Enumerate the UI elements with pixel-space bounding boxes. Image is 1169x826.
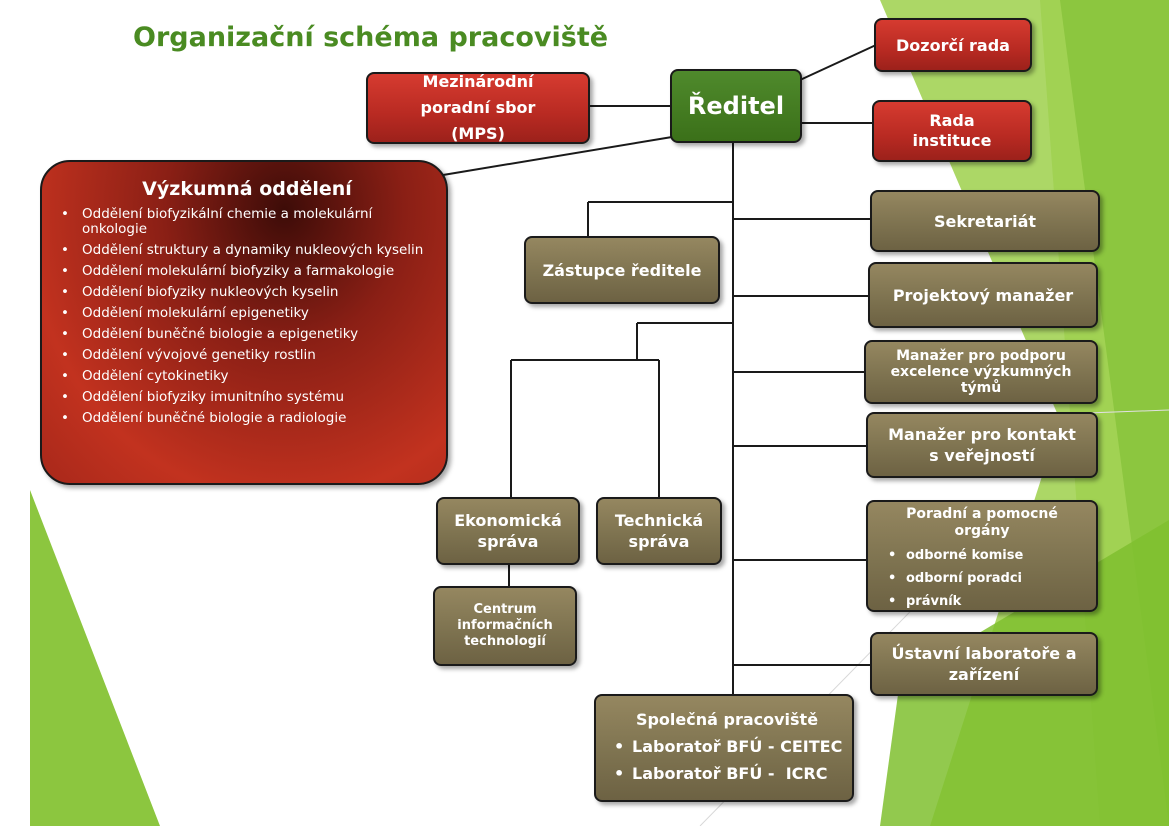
bg-green-left: [30, 490, 160, 826]
advisory-bodies-box: Poradní a pomocné orgány odborné komise …: [866, 500, 1098, 613]
research-department-item: Oddělení biofyziky imunitního systému: [60, 390, 432, 406]
research-department-item: Oddělení struktury a dynamiky nukleových…: [60, 243, 432, 259]
project-manager-box: Projektový manažer: [868, 262, 1098, 328]
deputy-director-label: Zástupce ředitele: [542, 260, 702, 280]
research-departments-title: Výzkumná oddělení: [142, 178, 352, 200]
public-manager-box: Manažer pro kontakt s veřejností: [866, 412, 1098, 478]
research-department-item: Oddělení molekulární biofyziky a farmako…: [60, 264, 432, 280]
excellence-manager-box: Manažer pro podporu excelence výzkumných…: [864, 340, 1098, 404]
advisory-body-item: právník: [886, 590, 1023, 613]
international-board-label: Mezinárodní poradní sbor (MPS): [420, 72, 536, 143]
joint-workplaces-box: Společná pracoviště Laboratoř BFÚ - CEIT…: [594, 694, 854, 802]
economic-administration-label: Ekonomická správa: [454, 511, 562, 551]
institute-board-box: Rada instituce: [872, 100, 1032, 162]
it-center-box: Centrum informačních technologií: [433, 586, 577, 666]
joint-workplace-item: Laboratoř BFÚ - CEITEC: [612, 733, 842, 760]
research-department-item: Oddělení buněčné biologie a radiologie: [60, 411, 432, 427]
advisory-body-item: odborné komise: [886, 544, 1023, 567]
research-department-item: Oddělení biofyzikální chemie a molekulár…: [60, 207, 432, 237]
international-board-box: Mezinárodní poradní sbor (MPS): [366, 72, 590, 144]
technical-administration-label: Technická správa: [614, 511, 704, 551]
connector: [799, 44, 877, 81]
joint-workplaces-title: Společná pracoviště: [635, 710, 819, 729]
institute-labs-label: Ústavní laboratoře a zařízení: [891, 644, 1077, 684]
connector: [442, 136, 673, 176]
research-department-item: Oddělení cytokinetiky: [60, 369, 432, 385]
technical-administration-box: Technická správa: [596, 497, 722, 565]
joint-workplace-item: Laboratoř BFÚ - ICRC: [612, 760, 842, 787]
advisory-body-item: odborní poradci: [886, 567, 1023, 590]
research-departments-list: Oddělení biofyzikální chemie a molekulár…: [42, 207, 446, 427]
research-department-item: Oddělení buněčné biologie a epigenetiky: [60, 327, 432, 343]
excellence-manager-label: Manažer pro podporu excelence výzkumných…: [890, 348, 1072, 396]
deputy-director-box: Zástupce ředitele: [524, 236, 720, 304]
research-department-item: Oddělení biofyziky nukleových kyselin: [60, 285, 432, 301]
joint-workplaces-list: Laboratoř BFÚ - CEITEC Laboratoř BFÚ - I…: [612, 733, 842, 787]
project-manager-label: Projektový manažer: [892, 285, 1074, 305]
advisory-bodies-title: Poradní a pomocné orgány: [906, 506, 1058, 539]
secretariat-label: Sekretariát: [933, 211, 1037, 231]
research-departments-box: Výzkumná oddělení Oddělení biofyzikální …: [40, 160, 448, 485]
advisory-bodies-list: odborné komise odborní poradci právník: [886, 544, 1023, 613]
economic-administration-box: Ekonomická správa: [436, 497, 580, 565]
research-department-item: Oddělení vývojové genetiky rostlin: [60, 348, 432, 364]
public-manager-label: Manažer pro kontakt s veřejností: [888, 425, 1076, 465]
it-center-label: Centrum informačních technologií: [457, 602, 553, 649]
secretariat-box: Sekretariát: [870, 190, 1100, 252]
supervisory-board-label: Dozorčí rada: [896, 35, 1010, 55]
institute-board-label: Rada instituce: [912, 111, 992, 150]
research-department-item: Oddělení molekulární epigenetiky: [60, 306, 432, 322]
institute-labs-box: Ústavní laboratoře a zařízení: [870, 632, 1098, 696]
supervisory-board-box: Dozorčí rada: [874, 18, 1032, 72]
page-title: Organizační schéma pracoviště: [133, 22, 609, 53]
director-label: Ředitel: [687, 92, 785, 120]
director-box: Ředitel: [670, 69, 802, 143]
